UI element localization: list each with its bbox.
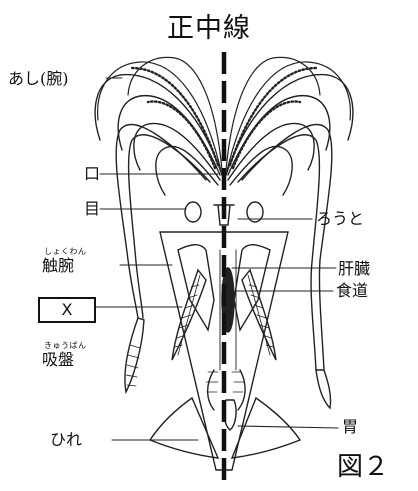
label-stomach: 胃 xyxy=(342,418,358,436)
ruby-tentacle: しょくわん xyxy=(44,247,87,256)
figure-number: 図２ xyxy=(337,446,389,483)
tentacle-right xyxy=(242,125,332,370)
label-mouth: 口 xyxy=(84,165,100,183)
label-liver: 肝臓 xyxy=(338,260,370,278)
answer-box-x: X xyxy=(38,297,96,323)
label-sucker: 吸盤 xyxy=(42,351,74,369)
label-funnel: ろうと xyxy=(316,210,364,228)
ruby-sucker: きゅうばん xyxy=(44,341,87,350)
label-fin: ひれ xyxy=(50,431,82,449)
label-eye: 目 xyxy=(84,200,100,218)
fin-left xyxy=(150,398,218,458)
label-arm: あし(腕) xyxy=(8,70,69,88)
tentacle-club-right xyxy=(316,370,331,408)
label-esophagus: 食道 xyxy=(336,282,368,300)
label-tentacle: 触腕 xyxy=(42,257,74,275)
